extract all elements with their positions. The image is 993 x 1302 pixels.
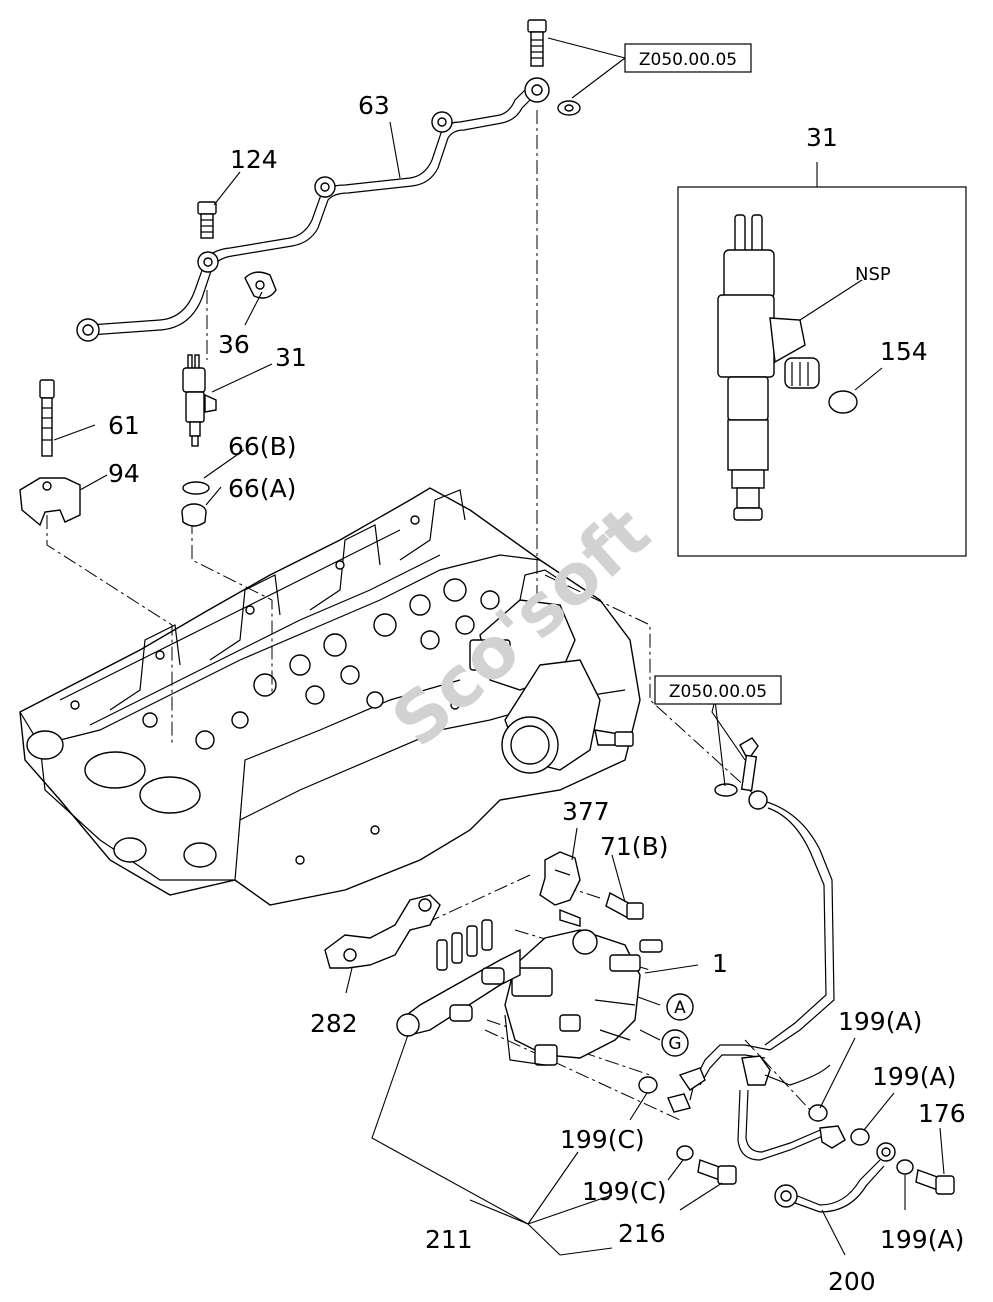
circle-ref-a: A xyxy=(666,993,694,1021)
ref-box-top-label[interactable]: Z050.00.05 xyxy=(639,50,737,70)
ref-box-top[interactable]: Z050.00.05 xyxy=(624,43,752,73)
banjo-bolt-top xyxy=(527,19,581,116)
label-1: 1 xyxy=(712,949,728,978)
washer-199a-upper xyxy=(808,1104,828,1122)
washer-199a-middle xyxy=(850,1128,870,1146)
detail-note-nsp: NSP xyxy=(855,264,891,285)
circle-ref-g: G xyxy=(661,1029,689,1057)
o-ring-66b xyxy=(182,481,210,495)
label-199a-2: 199(A) xyxy=(872,1062,956,1091)
label-216: 216 xyxy=(618,1219,666,1248)
bolt-124 xyxy=(197,201,217,239)
supply-pump-1 xyxy=(504,929,663,1066)
label-31: 31 xyxy=(275,343,307,372)
label-61: 61 xyxy=(108,411,140,440)
label-199a-1: 199(A) xyxy=(838,1007,922,1036)
stud-61 xyxy=(39,379,55,457)
bolt-176 xyxy=(915,1169,955,1195)
seal-66a xyxy=(181,503,207,527)
label-36: 36 xyxy=(218,330,250,359)
label-63: 63 xyxy=(358,91,390,120)
pump-housing-on-head xyxy=(469,569,634,774)
label-199c-1: 199(C) xyxy=(560,1125,645,1154)
label-176: 176 xyxy=(918,1099,966,1128)
label-282: 282 xyxy=(310,1009,358,1038)
pipe-200 xyxy=(774,1142,896,1213)
injector-31-small xyxy=(182,354,217,447)
detail-box-title: 31 xyxy=(806,123,838,152)
bracket-377 xyxy=(539,851,581,906)
label-200: 200 xyxy=(828,1267,876,1296)
label-66b: 66(B) xyxy=(228,432,296,461)
label-377: 377 xyxy=(562,797,610,826)
bolt-near-377 xyxy=(559,908,581,927)
detail-box-31 xyxy=(677,186,967,557)
washer-199a-lower xyxy=(896,1159,914,1175)
washer-199c-upper xyxy=(638,1076,658,1094)
leader-lines xyxy=(53,37,945,1256)
label-199c-2: 199(C) xyxy=(582,1177,667,1206)
part-labels: 63 124 36 31 61 94 66(B) 66(A) 31 NSP 15… xyxy=(108,91,966,1296)
banjo-bolt-right xyxy=(714,737,759,797)
fuel-pipe-right xyxy=(667,790,846,1161)
label-71b: 71(B) xyxy=(600,832,668,861)
ref-box-right-label[interactable]: Z050.00.05 xyxy=(669,682,767,702)
label-94: 94 xyxy=(108,459,140,488)
label-124: 124 xyxy=(230,145,278,174)
circle-ref-a-label: A xyxy=(674,998,686,1018)
leak-off-pipe xyxy=(76,77,550,342)
label-154: 154 xyxy=(880,337,928,366)
bolt-71b xyxy=(605,891,644,920)
fuel-manifold-211 xyxy=(396,919,521,1037)
bracket-282 xyxy=(324,894,441,969)
bolt-216 xyxy=(697,1159,737,1185)
washer-199c-lower xyxy=(676,1145,694,1161)
ref-box-right[interactable]: Z050.00.05 xyxy=(654,675,782,705)
clamp-94 xyxy=(19,477,81,527)
label-66a: 66(A) xyxy=(228,474,296,503)
label-211: 211 xyxy=(425,1225,473,1254)
circle-ref-g-label: G xyxy=(668,1034,681,1054)
label-199a-3: 199(A) xyxy=(880,1225,964,1254)
